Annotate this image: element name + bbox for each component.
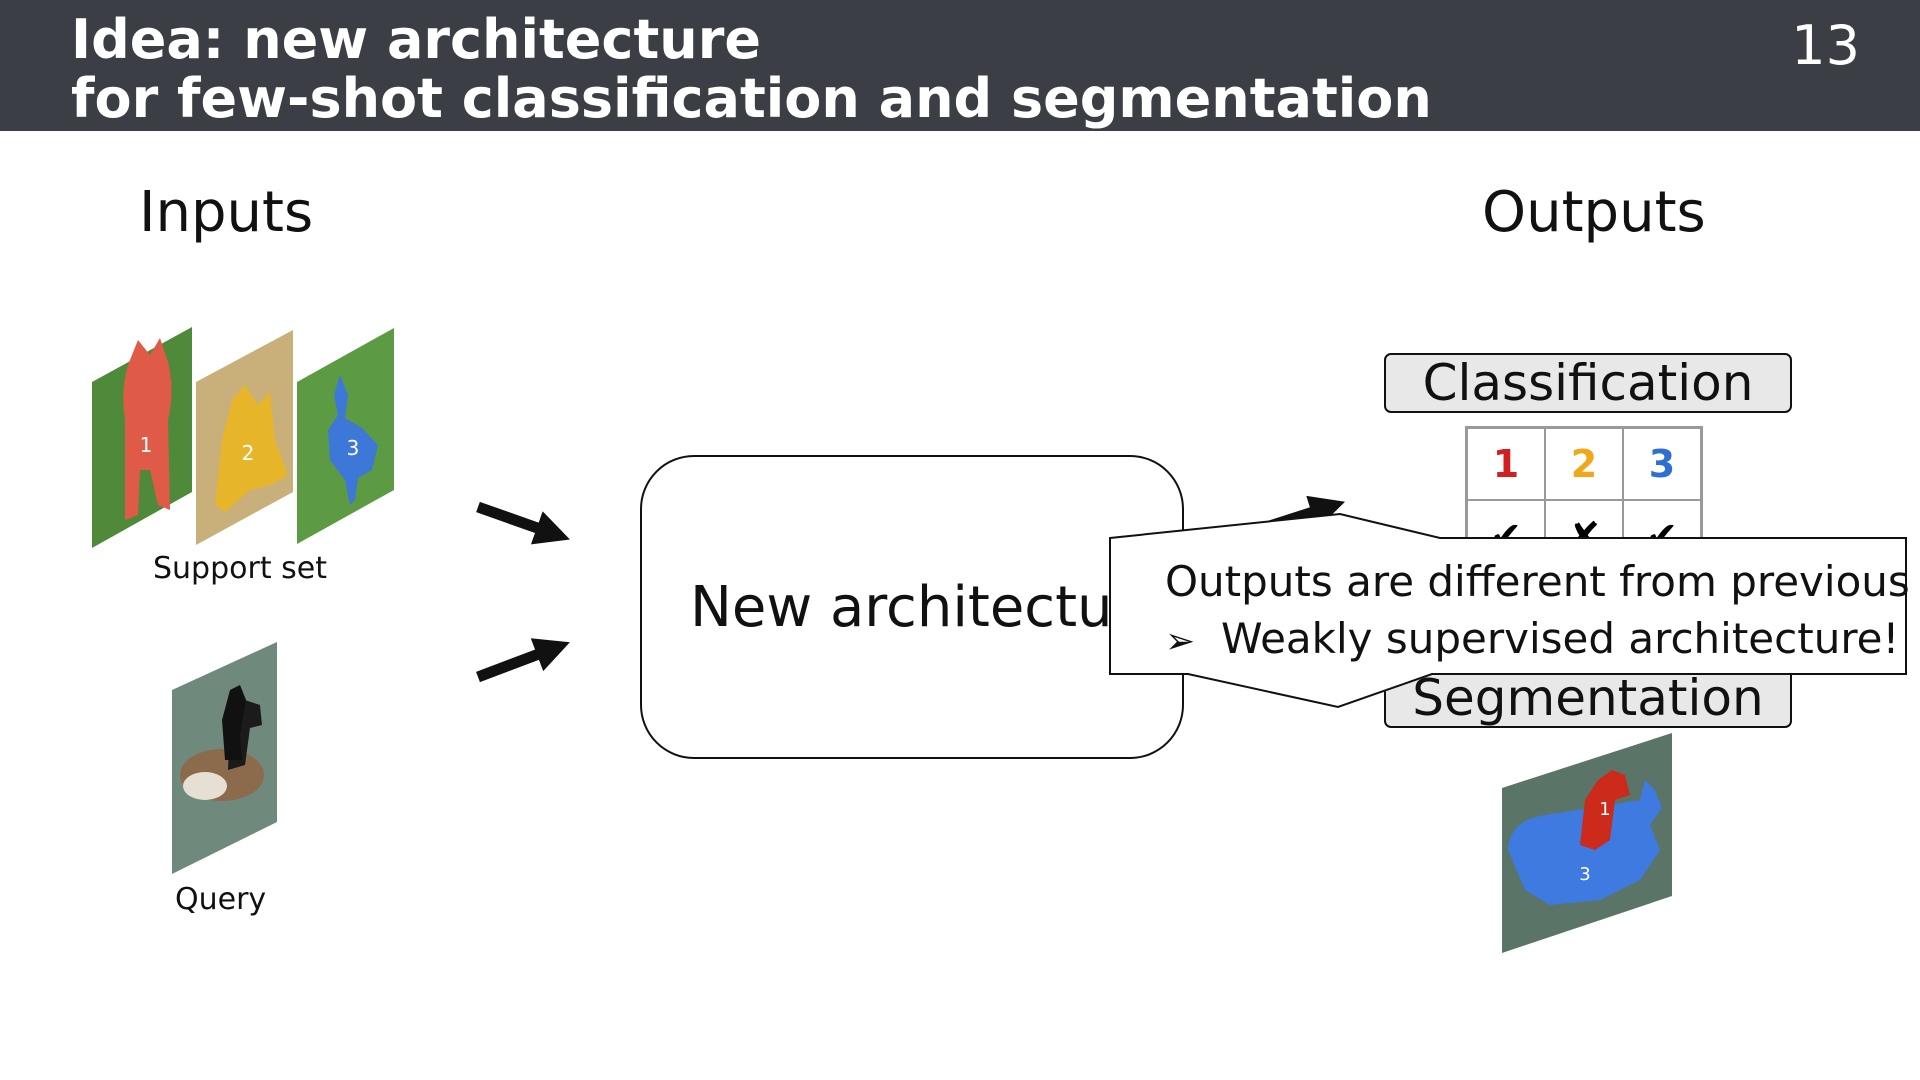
- class-header-1: 1: [1467, 428, 1545, 500]
- support-image-1: 1: [92, 327, 192, 548]
- class-header-3: 3: [1623, 428, 1701, 500]
- architecture-box: [640, 455, 1184, 759]
- support-image-2-number: 2: [242, 441, 255, 465]
- segmentation-output-image: 1 3: [1502, 733, 1672, 953]
- slide-number: 13: [1791, 14, 1860, 77]
- title-bar: Idea: new architecture for few-shot clas…: [0, 0, 1920, 131]
- class-header-2: 2: [1545, 428, 1623, 500]
- architecture-label: New architecture: [690, 575, 1169, 640]
- query-arrow: [476, 638, 570, 683]
- slide-title-line-2: for few-shot classification and segmenta…: [71, 67, 1432, 130]
- support-set-caption: Support set: [153, 551, 327, 586]
- inputs-label: Inputs: [139, 180, 314, 245]
- slide-title-line-1: Idea: new architecture: [71, 8, 761, 71]
- callout-line-2: ➢ Weakly supervised architecture!: [1165, 614, 1899, 663]
- callout-bullet-icon: ➢: [1165, 621, 1196, 662]
- segmentation-mask-3-number: 3: [1579, 864, 1590, 885]
- query-image: [172, 642, 277, 874]
- callout-line-1: Outputs are different from previous: [1165, 557, 1910, 606]
- segmentation-mask-1-number: 1: [1599, 799, 1610, 820]
- classification-label-box: Classification: [1384, 353, 1792, 413]
- outputs-label: Outputs: [1482, 180, 1706, 245]
- callout-line-2-text: Weakly supervised architecture!: [1221, 614, 1900, 663]
- support-image-1-number: 1: [140, 433, 153, 457]
- support-image-2: 2: [196, 330, 293, 545]
- support-arrow: [476, 501, 570, 545]
- query-caption: Query: [175, 882, 267, 917]
- support-image-3: 3: [297, 328, 394, 544]
- support-image-3-number: 3: [347, 436, 360, 460]
